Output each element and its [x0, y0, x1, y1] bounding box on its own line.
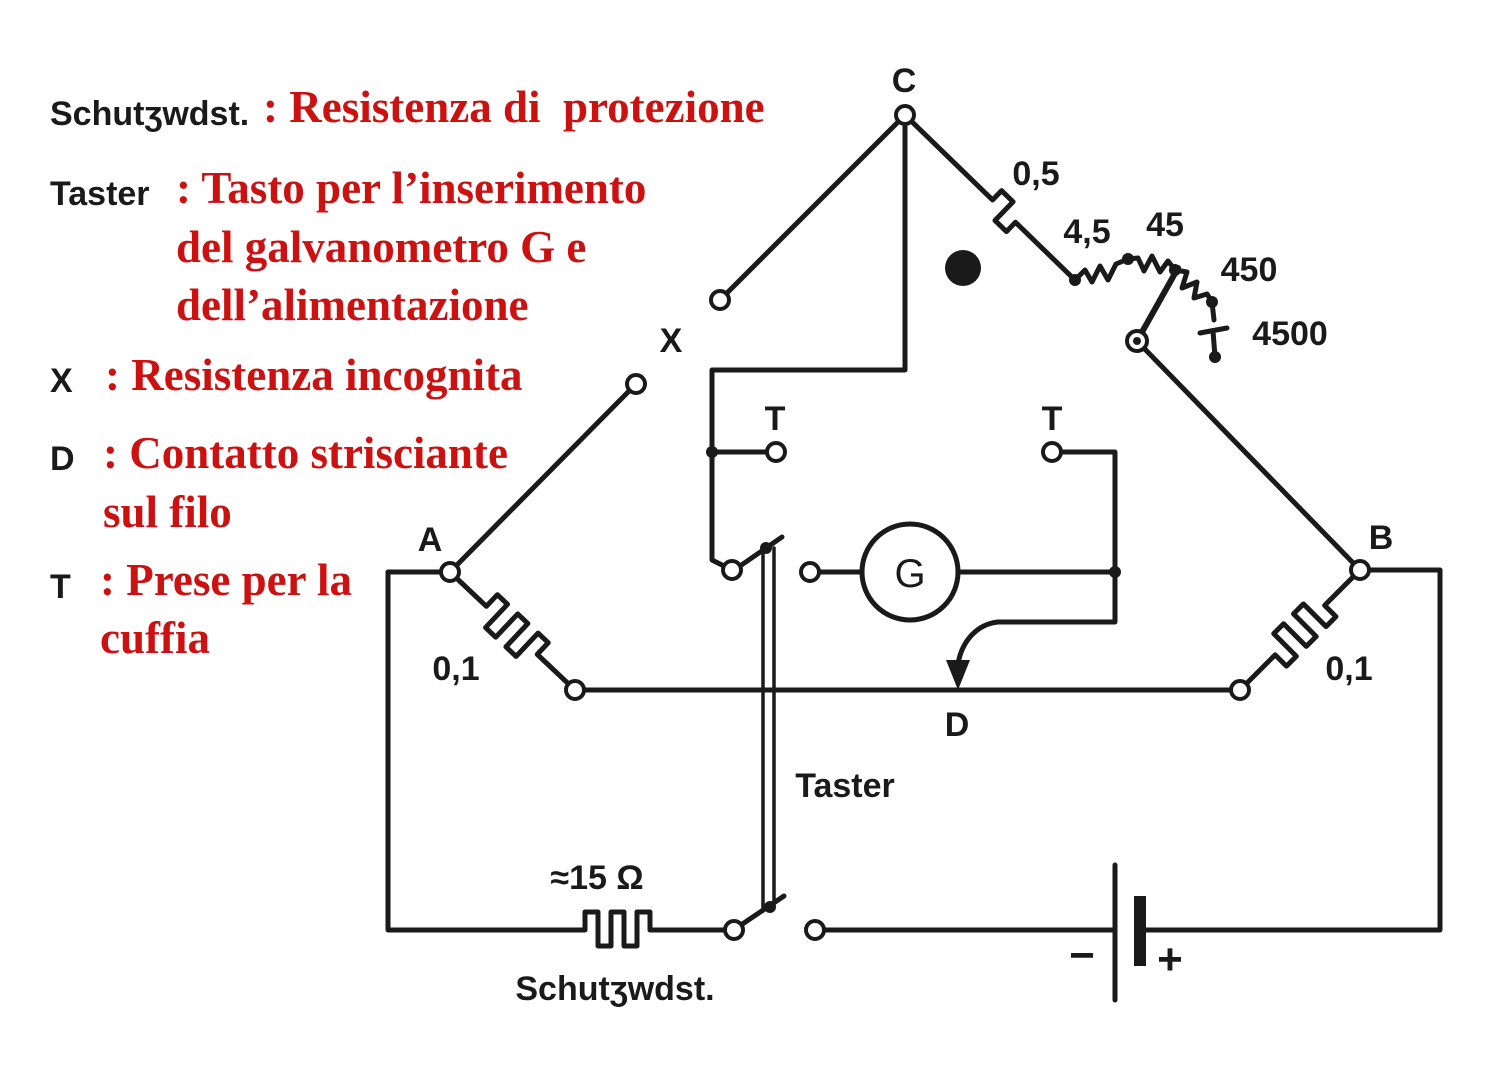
decade-selector-lever	[1134, 265, 1181, 344]
right-ratio-resistor	[1237, 567, 1363, 693]
legend: Schutʒwdst. : Resistenza di protezione T…	[50, 82, 765, 663]
node-x-label: X	[660, 322, 683, 360]
right-ratio-resistor-symbol	[1237, 567, 1363, 693]
decade-resistor-0-5	[902, 112, 1078, 283]
galvanometer-label: G	[894, 552, 925, 596]
legend-def-headphone-jacks-line-2: cuffia	[100, 613, 210, 663]
resistor-4500-label: 4500	[1252, 315, 1328, 353]
key-lower-left-contact	[723, 919, 745, 941]
node-b-terminal	[1349, 559, 1371, 581]
decade-tap-3	[1169, 264, 1181, 276]
junction-left-jack	[706, 446, 718, 458]
legend-def-sliding-contact-line-1: : Contatto strisciante	[103, 428, 508, 478]
resistor-45-symbol	[1125, 253, 1178, 275]
left-ratio-resistor-symbol	[447, 569, 578, 693]
legend-term-unknown-resistor: X	[50, 362, 73, 400]
left-ratio-resistor-label: 0,1	[432, 650, 479, 688]
legend-def-protective-resistor: : Resistenza di protezione	[263, 82, 765, 132]
node-a-label: A	[418, 521, 443, 559]
key-lower-pivot	[764, 901, 776, 913]
decade-tap-1	[1069, 274, 1081, 286]
decade-tap-4	[1206, 296, 1218, 308]
plug-socket-dot	[945, 250, 981, 286]
key-upper-right-contact	[799, 561, 821, 583]
junction-galvanometer-right	[1109, 566, 1121, 578]
resistor-4500-symbol	[1197, 299, 1230, 360]
wire-x-to-a	[447, 381, 639, 575]
left-headphone-jack	[765, 441, 787, 463]
node-c-terminal	[894, 104, 916, 126]
resistor-4-5-label: 4,5	[1063, 213, 1110, 251]
key-lower-blade	[738, 893, 787, 928]
legend-term-sliding-contact: D	[50, 440, 75, 478]
node-b-label: B	[1369, 519, 1394, 557]
wire-battery-to-b	[1143, 567, 1443, 933]
resistor-45-label: 45	[1146, 206, 1184, 244]
key-label: Taster	[795, 767, 895, 805]
right-headphone-jack	[1041, 441, 1063, 463]
legend-def-sliding-contact-line-2: sul filo	[103, 487, 232, 537]
protective-resistor-value: ≈15 Ω	[550, 859, 643, 897]
left-ratio-resistor	[447, 569, 578, 693]
legend-def-key-line-3: dell’alimentazione	[176, 280, 528, 330]
legend-def-key-line-2: del galvanometro G e	[176, 222, 586, 272]
resistor-450-symbol	[1172, 267, 1215, 305]
legend-term-headphone-jacks: T	[50, 568, 71, 606]
right-ratio-resistor-label: 0,1	[1325, 650, 1372, 688]
wire-right-jack-to-slider	[955, 449, 1118, 667]
node-d-label: D	[945, 706, 970, 744]
key-upper-blade	[737, 534, 785, 569]
wire-c-to-x	[717, 112, 908, 303]
protective-resistor-label: Schutʒwdst.	[515, 970, 714, 1008]
circuit	[385, 104, 1443, 1003]
legend-term-key: Taster	[50, 175, 150, 213]
resistor-4-5-symbol	[1072, 256, 1131, 285]
decade-selector-terminal-center	[1133, 337, 1141, 345]
resistor-0-5-symbol	[902, 112, 1078, 283]
decade-tap-5	[1209, 351, 1221, 363]
galvanometer-symbol	[859, 521, 961, 623]
wire-c-to-key	[709, 112, 908, 570]
battery-negative-sign: −	[1069, 931, 1095, 980]
key-upper-pivot	[760, 542, 772, 554]
slide-wire-right-terminal	[1229, 679, 1251, 701]
legend-def-headphone-jacks-line-1: : Prese per la	[100, 555, 352, 605]
node-a-terminal	[439, 561, 461, 583]
resistor-450-label: 450	[1221, 251, 1278, 289]
battery-positive-sign: +	[1157, 935, 1183, 984]
legend-def-key-line-1: : Tasto per l’inserimento	[176, 163, 646, 213]
resistor-0-5-label: 0,5	[1012, 155, 1059, 193]
key-lower-right-contact	[804, 919, 826, 941]
wire-decade-to-b	[1134, 338, 1363, 573]
right-headphone-jack-label: T	[1042, 400, 1063, 438]
key-upper-left-contact	[721, 559, 743, 581]
legend-def-unknown-resistor: : Resistenza incognita	[105, 350, 522, 400]
x-lower-terminal	[625, 373, 647, 395]
diagram-labels: C X A B D 0,5 4,5 45 450 4500 0,1 0,1 G …	[418, 62, 1394, 1008]
left-headphone-jack-label: T	[765, 400, 786, 438]
decade-tap-2	[1122, 253, 1134, 265]
legend-term-protective-resistor: Schutʒwdst.	[50, 95, 249, 133]
sliding-contact-arrowhead	[946, 660, 970, 690]
node-c-label: C	[892, 62, 917, 100]
wire-a-to-protective-resistor	[385, 569, 728, 949]
x-upper-terminal	[709, 289, 731, 311]
slide-wire-left-terminal	[564, 679, 586, 701]
